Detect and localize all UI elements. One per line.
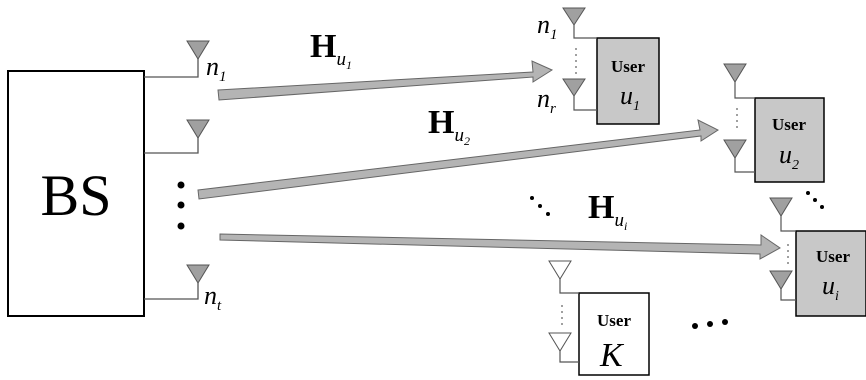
antenna-icon (723, 63, 747, 83)
user-i-box (795, 230, 866, 317)
antenna-icon (548, 260, 572, 280)
channel-label-u2: Hu2 (428, 104, 470, 148)
arrow-to-user-2 (197, 119, 720, 200)
antenna-icon (562, 78, 586, 97)
diagonal-dots-users (806, 191, 824, 209)
user-1-var: u1 (620, 81, 640, 114)
user-2-title: User (772, 115, 806, 134)
user-2-var: u2 (779, 140, 799, 173)
antenna-icon (186, 264, 210, 284)
antenna-icon (769, 197, 793, 217)
user-i-title: User (816, 247, 850, 266)
bs-antenna-feeds (144, 58, 199, 300)
arrow-to-user-1 (217, 60, 554, 101)
antenna-icon (186, 40, 210, 60)
user-i-group: User ui (769, 197, 866, 317)
diagonal-dots-channels (530, 196, 550, 216)
antenna-icon (548, 332, 572, 352)
antenna-icon (723, 139, 747, 159)
bs-vertical-dots (177, 181, 185, 230)
antenna-icon (769, 270, 793, 290)
horizontal-dots-users (692, 319, 728, 329)
channel-label-ui: Hui (588, 189, 627, 233)
bs-box (7, 70, 145, 317)
user-1-group: User u1 n1 nr (537, 7, 660, 125)
arrow-to-user-i (219, 233, 781, 260)
bs-antenna-label-last: nt (204, 281, 222, 314)
user-k-title: User (597, 311, 631, 330)
user-2-box (754, 97, 825, 183)
antenna-icon (562, 7, 586, 26)
bs-antennas (186, 40, 210, 284)
user-k-var: K (599, 337, 625, 374)
antenna-icon (186, 119, 210, 139)
bs-antenna-label-first: n1 (206, 52, 227, 85)
user-1-antenna-label-top: n1 (537, 10, 558, 43)
user-2-group: User u2 (723, 63, 825, 183)
bs-label: BS (41, 163, 112, 228)
channel-label-u1: Hu1 (310, 28, 352, 72)
user-k-group: User K (548, 260, 650, 376)
user-1-title: User (611, 57, 645, 76)
user-1-antenna-label-bottom: nr (537, 84, 556, 117)
channel-arrows (197, 60, 781, 260)
user-1-box (596, 37, 660, 125)
user-i-var: ui (822, 271, 839, 304)
user-k-box (578, 292, 650, 376)
